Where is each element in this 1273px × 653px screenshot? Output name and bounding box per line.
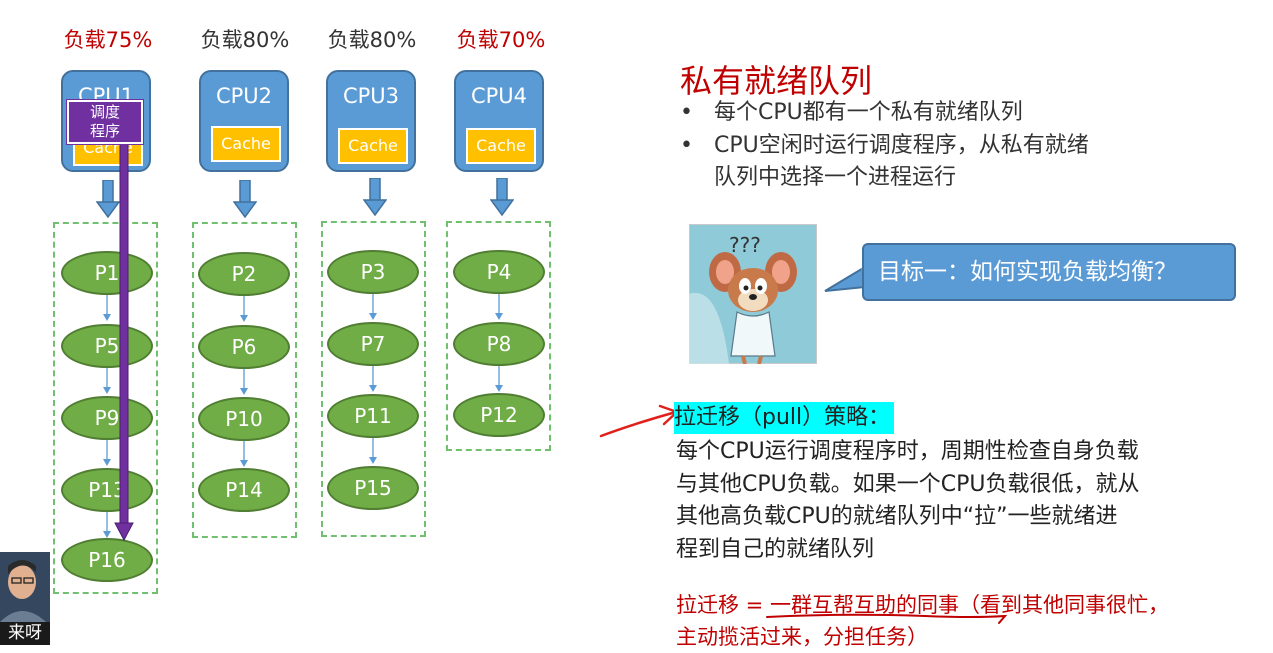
process-p4: P4: [453, 250, 545, 294]
bullet-2-text: CPU空闲时运行调度程序，从私有就绪: [714, 133, 1089, 158]
pull-strategy-description: 每个CPU运行调度程序时，周期性检查自身负载 与其他CPU负载。如果一个CPU负…: [676, 436, 1256, 566]
load-label-cpu1: 负载75%: [63, 28, 153, 52]
goal-speech-bubble: 目标一：如何实现负载均衡？: [862, 243, 1236, 301]
handdrawn-red-arrow: [599, 404, 679, 438]
load-label-cpu4: 负载70%: [456, 28, 546, 52]
load-label-cpu3: 负载80%: [327, 28, 417, 52]
queue-link: [103, 440, 111, 466]
queue-link: [495, 366, 503, 392]
queue-link: [240, 441, 248, 467]
scheduler-label-text: 调度程序: [89, 103, 120, 140]
bullet-dot: •: [680, 133, 693, 158]
process-p10: P10: [198, 397, 290, 441]
question-marks: ???: [729, 233, 761, 257]
queue-link: [495, 294, 503, 320]
queue-link: [369, 438, 377, 464]
analogy-rest: （看到其他同事很忙，: [958, 593, 1169, 617]
analogy-key: 一群互帮互助的同事: [769, 593, 959, 617]
confused-mouse-image: ???: [689, 224, 817, 364]
bullet-dot: •: [680, 100, 693, 125]
process-p2: P2: [198, 252, 290, 296]
cpu2-ready-queue: [192, 222, 297, 538]
queue-link: [369, 294, 377, 320]
cpu3-title: CPU3: [342, 84, 400, 108]
pull-line-4: 程到自己的就绪队列: [676, 536, 875, 562]
queue-link: [240, 296, 248, 322]
process-p13: P13: [61, 468, 153, 512]
analogy-prefix: 拉迁移 =: [676, 593, 770, 617]
cpu4-down-arrow: [490, 178, 514, 216]
cpu1-down-arrow: [96, 180, 120, 218]
process-p11: P11: [327, 394, 419, 438]
analogy-line-1: 拉迁移 = 一群互帮互助的同事（看到其他同事很忙，: [676, 589, 1169, 619]
queue-link: [103, 512, 111, 538]
cpu2-title: CPU2: [215, 84, 273, 108]
cpu4-title: CPU4: [470, 84, 528, 108]
process-p12: P12: [453, 393, 545, 437]
goal-text: 目标一：如何实现负载均衡？: [878, 259, 1177, 285]
presenter-webcam: 来呀: [0, 552, 50, 645]
cpu4-cache: Cache: [466, 128, 536, 164]
process-p8: P8: [453, 322, 545, 366]
process-p5: P5: [61, 324, 153, 368]
webcam-caption: 来呀: [0, 622, 50, 645]
cpu2-down-arrow: [233, 180, 257, 218]
process-p7: P7: [327, 322, 419, 366]
process-p1: P1: [61, 251, 153, 295]
analogy-underline: [766, 613, 1008, 624]
pull-line-3: 其他高负载CPU的就绪队列中“拉”一些就绪进: [676, 504, 1118, 529]
cpu3-down-arrow: [363, 178, 387, 216]
bullet-2: • CPU空闲时运行调度程序，从私有就绪: [680, 130, 1089, 162]
process-p9: P9: [61, 396, 153, 440]
cpu2-box: CPU2 Cache: [199, 70, 289, 172]
process-p6: P6: [198, 325, 290, 369]
cpu3-box: CPU3 Cache: [326, 70, 416, 172]
cpu2-cache: Cache: [211, 126, 281, 162]
queue-link: [369, 366, 377, 392]
bullet-2-text-cont: 队列中选择一个进程运行: [714, 165, 957, 190]
process-p16: P16: [61, 538, 153, 582]
analogy-line-2: 主动揽活过来，分担任务）: [676, 625, 928, 649]
cpu4-box: CPU4 Cache: [454, 70, 544, 172]
process-p15: P15: [327, 466, 419, 510]
cpu3-cache: Cache: [338, 128, 408, 164]
scheduler-arrow: [114, 140, 134, 542]
load-label-cpu2: 负载80%: [200, 28, 290, 52]
bubble-pointer: [824, 265, 867, 292]
queue-link: [240, 369, 248, 395]
process-p14: P14: [198, 468, 290, 512]
presenter-avatar: [0, 552, 50, 622]
pull-line-2: 与其他CPU负载。如果一个CPU负载很低，就从: [676, 471, 1140, 497]
queue-link: [103, 368, 111, 394]
pull-strategy-title: 拉迁移（pull）策略：: [674, 402, 895, 434]
page-title: 私有就绪队列: [680, 62, 873, 100]
bullet-2-continued: 队列中选择一个进程运行: [714, 162, 956, 194]
bullet-1: • 每个CPU都有一个私有就绪队列: [680, 97, 1023, 129]
cpu4-ready-queue: [446, 221, 551, 451]
scheduler-label: 调度程序: [67, 100, 143, 144]
process-p3: P3: [327, 250, 419, 294]
bullet-1-text: 每个CPU都有一个私有就绪队列: [714, 100, 1023, 125]
queue-link: [103, 295, 111, 321]
pull-line-1: 每个CPU运行调度程序时，周期性检查自身负载: [676, 439, 1139, 464]
cpu3-ready-queue: [321, 221, 426, 537]
cpu1-ready-queue: [53, 222, 158, 594]
